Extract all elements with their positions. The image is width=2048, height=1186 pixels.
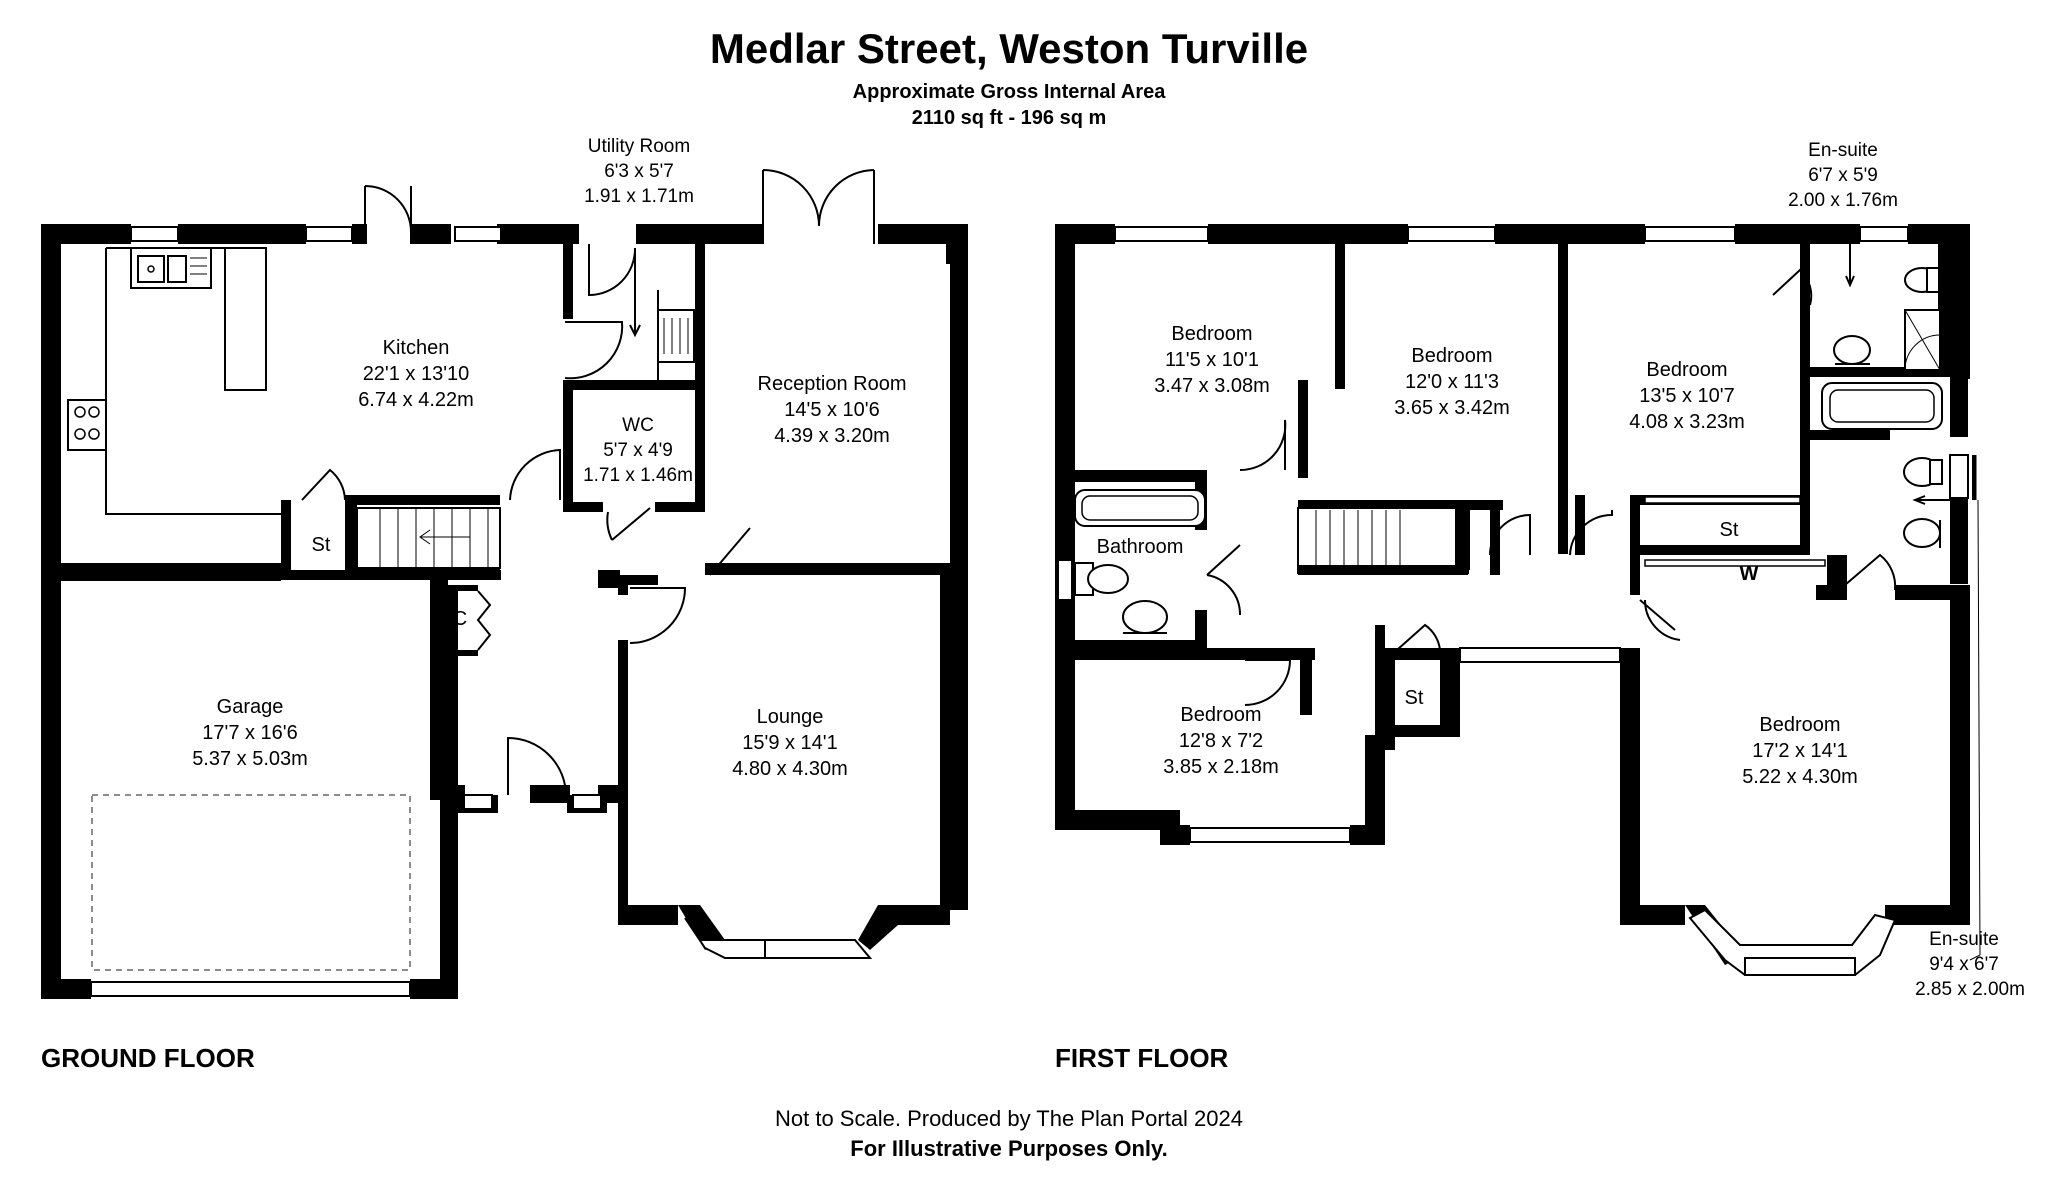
utility-imperial: 6'3 x 5'7 — [604, 161, 674, 182]
bed5-imperial: 17'2 x 14'1 — [1752, 740, 1848, 762]
ground-floor-plan — [41, 169, 968, 999]
lounge-name: Lounge — [757, 706, 824, 728]
reception-metric: 4.39 x 3.20m — [774, 425, 890, 447]
kitchen-name: Kitchen — [383, 337, 450, 359]
bed5-metric: 5.22 x 4.30m — [1742, 766, 1858, 788]
bed1-metric: 3.47 x 3.08m — [1154, 375, 1270, 397]
ensuite2-imperial: 9'4 x 6'7 — [1929, 954, 1999, 975]
reception-imperial: 14'5 x 10'6 — [784, 399, 880, 421]
bed2-metric: 3.65 x 3.42m — [1394, 397, 1510, 419]
first-floor-label: FIRST FLOOR — [1055, 1043, 1229, 1073]
ground-floor-labels: Utility Room 6'3 x 5'7 1.91 x 1.71m Kitc… — [41, 136, 906, 1073]
wall — [41, 224, 61, 999]
footer-illustrative: For Illustrative Purposes Only. — [850, 1136, 1167, 1161]
kitchen-metric: 6.74 x 4.22m — [358, 389, 474, 411]
lounge-metric: 4.80 x 4.30m — [732, 758, 848, 780]
plan-subtitle: Approximate Gross Internal Area — [853, 81, 1167, 103]
st-label-bed3: St — [1720, 519, 1739, 541]
bed4-metric: 3.85 x 2.18m — [1163, 756, 1279, 778]
wc-metric: 1.71 x 1.46m — [583, 465, 693, 486]
bed3-imperial: 13'5 x 10'7 — [1639, 385, 1735, 407]
plan-title: Medlar Street, Weston Turville — [710, 25, 1308, 72]
utility-metric: 1.91 x 1.71m — [584, 186, 694, 207]
ensuite2-metric: 2.85 x 2.00m — [1915, 979, 2025, 1000]
garage-name: Garage — [217, 696, 284, 718]
bed3-name: Bedroom — [1646, 359, 1727, 381]
bed4-imperial: 12'8 x 7'2 — [1179, 730, 1263, 752]
bed2-imperial: 12'0 x 11'3 — [1405, 371, 1499, 393]
cupboard-label: C — [453, 608, 467, 630]
ground-floor-label: GROUND FLOOR — [41, 1043, 255, 1073]
bathroom-name: Bathroom — [1097, 536, 1184, 558]
first-floor-plan — [1055, 224, 1981, 976]
bed2-name: Bedroom — [1411, 345, 1492, 367]
ensuite1-imperial: 6'7 x 5'9 — [1808, 165, 1878, 186]
wc-imperial: 5'7 x 4'9 — [603, 440, 673, 461]
ensuite2-name: En-suite — [1929, 929, 1999, 950]
ensuite1-name: En-suite — [1808, 140, 1878, 161]
first-floor-labels: Bedroom 11'5 x 10'1 3.47 x 3.08m Bedroom… — [1055, 140, 2025, 1073]
bed3-metric: 4.08 x 3.23m — [1629, 411, 1745, 433]
utility-name: Utility Room — [588, 136, 690, 157]
lounge-imperial: 15'9 x 14'1 — [742, 732, 838, 754]
reception-name: Reception Room — [758, 373, 907, 395]
wc-name: WC — [622, 415, 654, 436]
wardrobe-label: W — [1740, 563, 1759, 585]
bed1-name: Bedroom — [1171, 323, 1252, 345]
bed4-name: Bedroom — [1180, 704, 1261, 726]
bed1-imperial: 11'5 x 10'1 — [1165, 349, 1259, 371]
garage-metric: 5.37 x 5.03m — [192, 748, 308, 770]
kitchen-imperial: 22'1 x 13'10 — [363, 363, 470, 385]
st-label-landing: St — [1405, 687, 1424, 709]
garage-imperial: 17'7 x 16'6 — [202, 722, 298, 744]
ensuite1-metric: 2.00 x 1.76m — [1788, 190, 1898, 211]
st-label: St — [312, 534, 331, 556]
gross-area: 2110 sq ft - 196 sq m — [912, 107, 1107, 129]
bed5-name: Bedroom — [1759, 714, 1840, 736]
footer-disclaimer: Not to Scale. Produced by The Plan Porta… — [775, 1106, 1243, 1131]
